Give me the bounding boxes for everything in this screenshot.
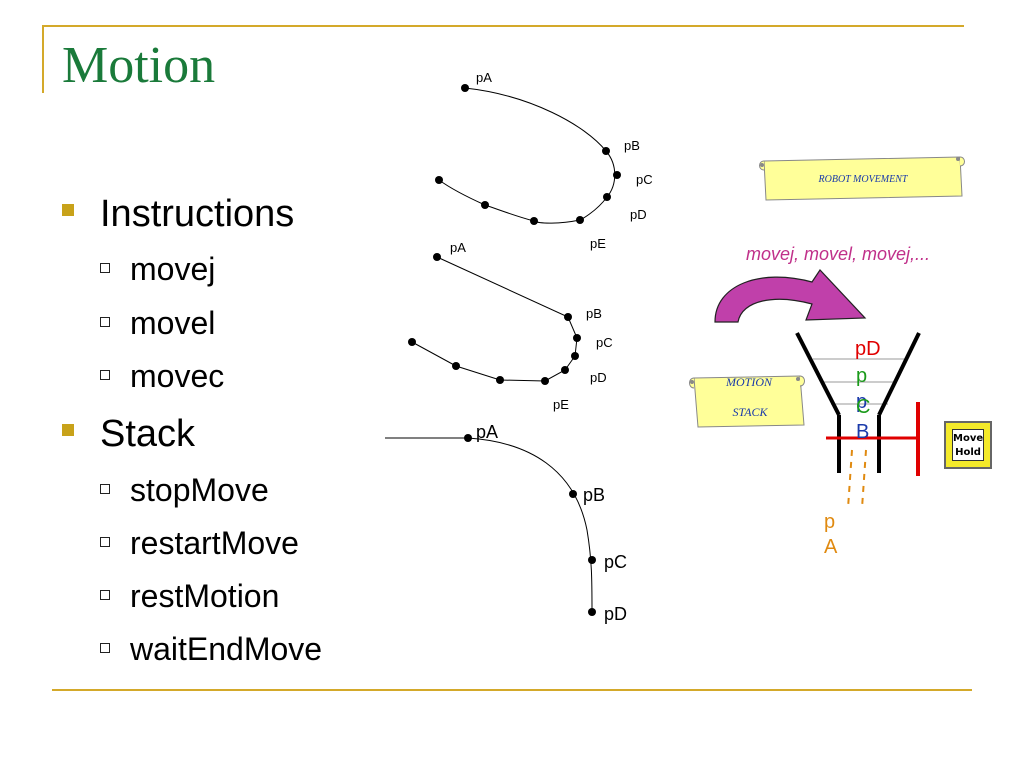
sub-bullet-movec: movec	[100, 360, 224, 392]
label-pd: pD	[604, 604, 627, 624]
label-pc: pC	[636, 172, 653, 187]
point	[496, 376, 504, 384]
sub-bullet-waitendmove: waitEndMove	[100, 633, 322, 665]
label-pb: pB	[624, 138, 640, 153]
label-pe: pE	[553, 397, 569, 412]
label-pd: pD	[630, 207, 647, 222]
path-movel: pA pB pC pD pE	[408, 240, 613, 412]
label-pb: pB	[586, 306, 602, 321]
slide-title: Motion	[62, 37, 216, 94]
label-pa: pA	[476, 422, 498, 442]
label-pe: pE	[590, 236, 606, 251]
hollow-square-bullet-icon	[100, 316, 110, 327]
point	[435, 176, 443, 184]
motion-stack-funnel: pD p p C B p A	[795, 332, 921, 558]
point-pb	[564, 313, 572, 321]
motion-stack-scroll: MOTION STACK	[689, 375, 805, 428]
point-pc	[573, 334, 581, 342]
bullet-stack: Stack	[62, 415, 195, 453]
path-movej: pA pB pC pD pE	[435, 70, 653, 251]
robot-movement-scroll: ROBOT MOVEMENT	[759, 156, 965, 201]
point	[481, 201, 489, 209]
frame-left-rule	[42, 25, 44, 93]
sub-bullet-movej: movej	[100, 253, 215, 285]
point-pd	[588, 608, 596, 616]
sub-bullet-label: restartMove	[130, 525, 299, 561]
scroll-stack-label-1: MOTION	[725, 375, 773, 389]
bullet-instructions-label: Instructions	[100, 193, 295, 235]
out-label-p: p	[824, 511, 835, 533]
hollow-square-bullet-icon	[100, 262, 110, 273]
point-pd	[571, 352, 579, 360]
label-pb: pB	[583, 485, 605, 505]
point-pc	[588, 556, 596, 564]
sub-bullet-restmotion: restMotion	[100, 580, 279, 612]
point-pa	[461, 84, 469, 92]
sub-bullet-label: waitEndMove	[130, 631, 323, 667]
square-bullet-icon	[62, 203, 74, 216]
point-pd	[603, 193, 611, 201]
move-hold-label-2: Hold	[955, 447, 981, 458]
sub-bullet-movel: movel	[100, 307, 215, 339]
sub-bullet-label: movec	[130, 358, 225, 394]
point	[452, 362, 460, 370]
point-pa	[464, 434, 472, 442]
sub-bullet-label: movel	[130, 305, 216, 341]
stack-label-pc-p: p	[856, 365, 867, 387]
bullet-stack-label: Stack	[100, 413, 196, 455]
bullet-instructions: Instructions	[62, 195, 294, 233]
sub-bullet-label: restMotion	[130, 578, 280, 614]
sub-bullet-label: movej	[130, 251, 216, 287]
point-pc	[613, 171, 621, 179]
label-pd: pD	[590, 370, 607, 385]
move-hold-label-1: Move	[953, 433, 984, 444]
square-bullet-icon	[62, 423, 74, 436]
stack-label-pc-c: C	[856, 396, 870, 418]
stack-label-pb-p: p	[856, 391, 867, 413]
commands-text: movej, movel, movej,...	[746, 244, 930, 264]
point	[408, 338, 416, 346]
point	[561, 366, 569, 374]
sub-bullet-restartmove: restartMove	[100, 527, 299, 559]
sub-bullet-stopmove: stopMove	[100, 474, 269, 506]
hollow-square-bullet-icon	[100, 369, 110, 380]
point	[530, 217, 538, 225]
point-pa	[433, 253, 441, 261]
label-pa: pA	[476, 70, 492, 85]
point-pb	[602, 147, 610, 155]
point-pe	[541, 377, 549, 385]
hollow-square-bullet-icon	[100, 589, 110, 600]
label-pc: pC	[596, 335, 613, 350]
out-label-a: A	[824, 536, 838, 558]
hollow-square-bullet-icon	[100, 536, 110, 547]
frame-top-rule	[42, 25, 964, 27]
label-pa: pA	[450, 240, 466, 255]
point-pb	[569, 490, 577, 498]
hollow-square-bullet-icon	[100, 642, 110, 653]
frame-bottom-rule	[52, 689, 972, 691]
stack-label-pd: pD	[855, 338, 881, 360]
bullet-list: Instructions movej movel movec Stack sto…	[62, 0, 402, 700]
sub-bullet-label: stopMove	[130, 472, 269, 508]
hollow-square-bullet-icon	[100, 483, 110, 494]
move-hold-button[interactable]: Move Hold	[944, 421, 992, 469]
scroll-stack-label-2: STACK	[732, 405, 768, 419]
move-hold-icon: Move Hold	[952, 429, 984, 461]
path-movec: pA pB pC pD	[385, 422, 627, 624]
label-pc: pC	[604, 552, 627, 572]
curved-arrow-icon	[714, 269, 867, 323]
scroll-robot-label: ROBOT MOVEMENT	[818, 174, 909, 185]
point-pe	[576, 216, 584, 224]
stack-label-pb-b: B	[856, 421, 869, 443]
